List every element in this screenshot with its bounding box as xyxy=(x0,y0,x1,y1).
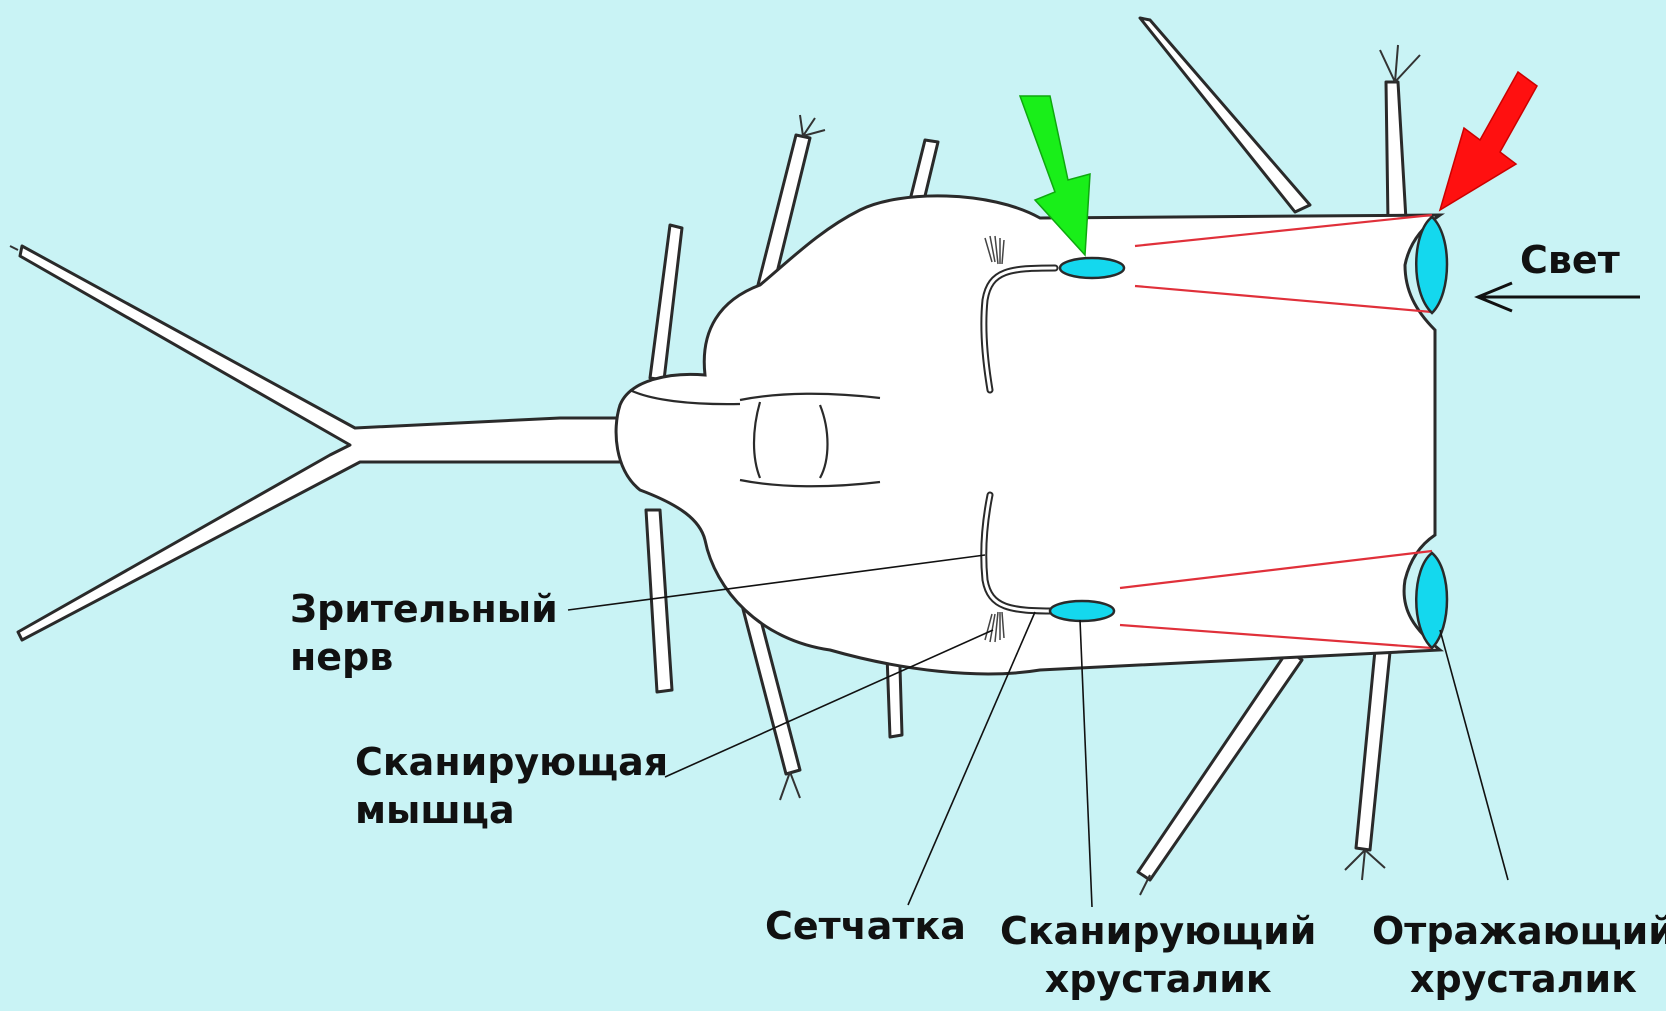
label-scanning-muscle-line2: мышца xyxy=(355,786,668,834)
label-scanning-muscle: Сканирующая мышца xyxy=(355,738,668,834)
label-reflecting-lens-line1: Отражающий xyxy=(1372,907,1666,955)
label-light-text: Свет xyxy=(1520,236,1620,284)
scanning-lens-upper xyxy=(1060,258,1124,278)
label-optic-nerve-line2: нерв xyxy=(290,633,558,681)
label-scanning-lens-line1: Сканирующий xyxy=(1000,907,1316,955)
label-light: Свет xyxy=(1520,236,1620,284)
label-retina: Сетчатка xyxy=(765,902,966,950)
label-scanning-muscle-line1: Сканирующая xyxy=(355,738,668,786)
label-reflecting-lens: Отражающий хрусталик xyxy=(1372,907,1666,1003)
label-scanning-lens-line2: хрусталик xyxy=(1000,955,1316,1003)
scanning-lens-lower xyxy=(1050,601,1114,621)
label-retina-text: Сетчатка xyxy=(765,902,966,950)
label-optic-nerve-line1: Зрительный xyxy=(290,585,558,633)
label-reflecting-lens-line2: хрусталик xyxy=(1372,955,1666,1003)
label-optic-nerve: Зрительный нерв xyxy=(290,585,558,681)
label-scanning-lens: Сканирующий хрусталик xyxy=(1000,907,1316,1003)
